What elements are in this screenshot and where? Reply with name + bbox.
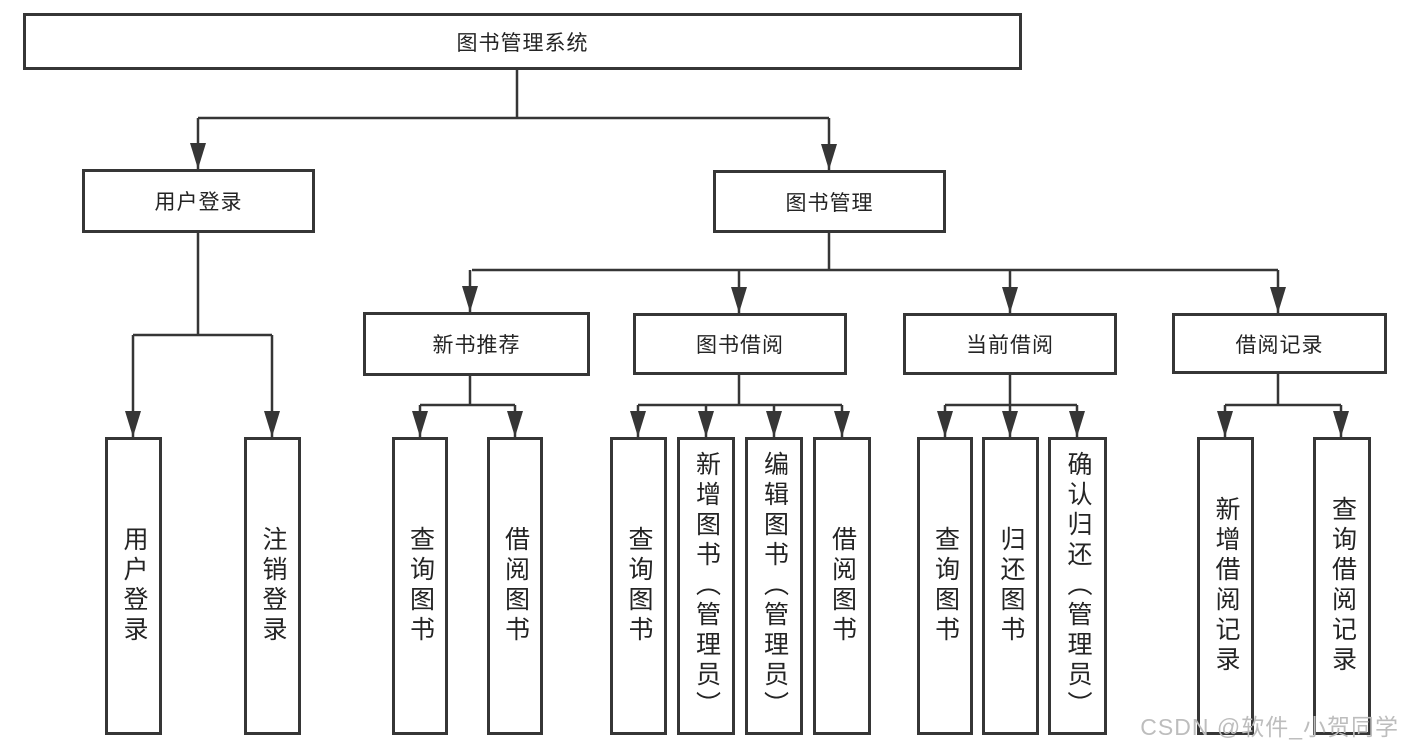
node-label: 借阅记录 (1235, 333, 1324, 357)
leaf-query-books-current: 查询图书 (917, 437, 973, 735)
node-label: 新增图书（管理员） (692, 451, 721, 721)
node-label: 查询图书 (931, 526, 960, 646)
leaf-edit-book-admin: 编辑图书（管理员） (745, 437, 803, 735)
node-label: 确认归还（管理员） (1064, 451, 1092, 721)
node-label: 新增借阅记录 (1212, 496, 1240, 676)
leaf-query-borrow-record: 查询借阅记录 (1313, 437, 1371, 735)
node-label: 注销登录 (259, 526, 287, 646)
node-label: 用户登录 (154, 191, 243, 214)
node-label: 图书管理 (785, 191, 874, 215)
leaf-confirm-return-admin: 确认归还（管理员） (1048, 437, 1107, 735)
csdn-watermark: CSDN @软件_小贺同学 (1140, 714, 1399, 740)
node-label: 查询图书 (406, 526, 435, 646)
node-label: 归还图书 (997, 526, 1025, 646)
node-label: 查询图书 (625, 526, 653, 646)
node-label: 借阅图书 (828, 526, 857, 646)
leaf-add-book-admin: 新增图书（管理员） (677, 437, 735, 735)
node-label: 当前借阅 (966, 334, 1054, 357)
node-book-management: 图书管理 (713, 170, 946, 233)
node-label: 图书借阅 (696, 334, 784, 357)
node-new-book-recommend: 新书推荐 (363, 312, 590, 376)
node-user-login-branch: 用户登录 (82, 169, 315, 233)
leaf-query-books-recommend: 查询图书 (392, 437, 448, 735)
leaf-borrow-books-recommend: 借阅图书 (487, 437, 543, 735)
leaf-logout: 注销登录 (244, 437, 301, 735)
node-label: 新书推荐 (432, 334, 521, 357)
node-borrowing-records: 借阅记录 (1172, 313, 1387, 374)
node-root-system: 图书管理系统 (23, 13, 1022, 70)
leaf-borrow-books: 借阅图书 (813, 437, 871, 735)
node-current-borrowing: 当前借阅 (903, 313, 1117, 375)
node-label: 查询借阅记录 (1328, 496, 1357, 676)
leaf-return-book: 归还图书 (982, 437, 1039, 735)
leaf-query-books-borrowing: 查询图书 (610, 437, 667, 735)
node-label: 编辑图书（管理员） (760, 451, 789, 721)
node-label: 图书管理系统 (456, 31, 589, 55)
node-label: 用户登录 (120, 526, 148, 646)
node-book-borrowing: 图书借阅 (633, 313, 847, 375)
node-label: 借阅图书 (501, 526, 530, 646)
leaf-user-login: 用户登录 (105, 437, 162, 735)
leaf-add-borrow-record: 新增借阅记录 (1197, 437, 1254, 735)
